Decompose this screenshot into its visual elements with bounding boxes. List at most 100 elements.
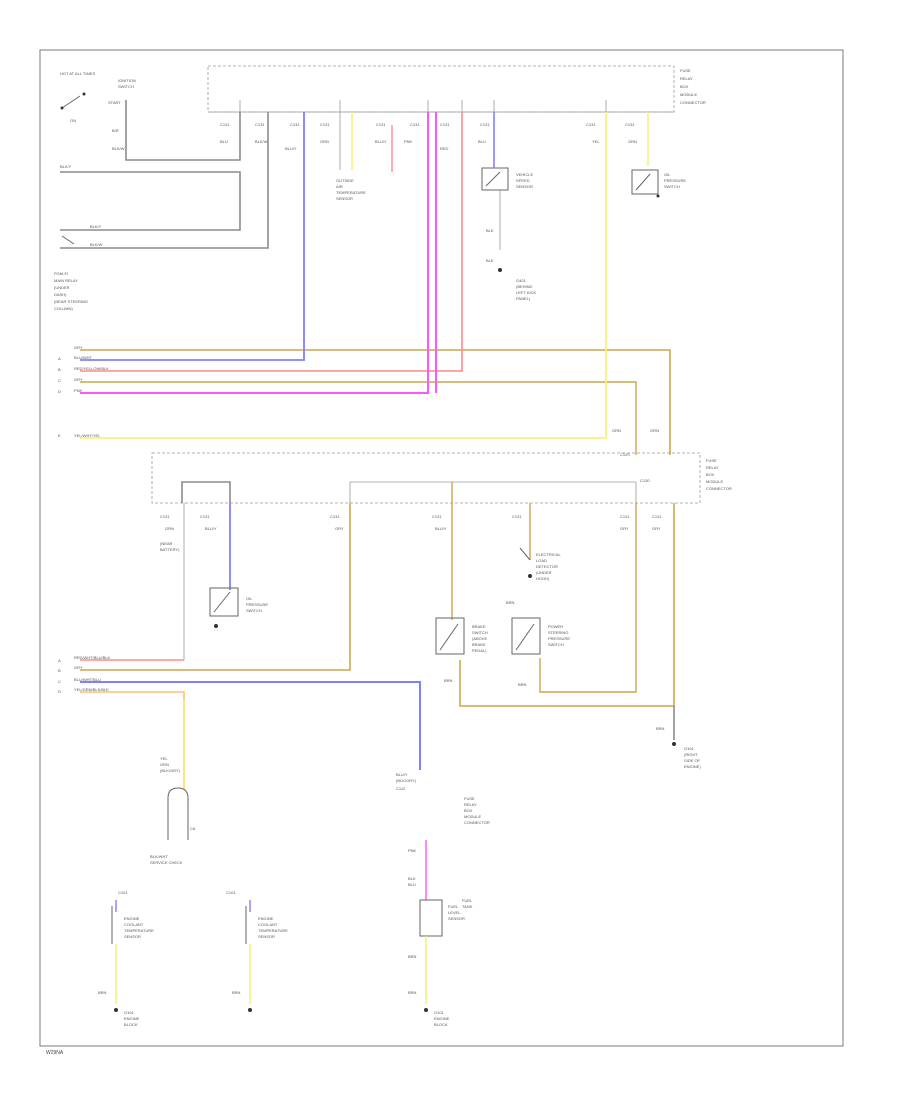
svg-text:C131: C131: [432, 514, 442, 519]
svg-text:C131: C131: [410, 122, 420, 127]
svg-text:BLU/Y: BLU/Y: [285, 146, 297, 151]
svg-text:SPEED: SPEED: [516, 178, 530, 183]
svg-text:D: D: [58, 389, 61, 394]
svg-text:BLK/W: BLK/W: [90, 242, 103, 247]
svg-text:BLU/Y: BLU/Y: [375, 139, 387, 144]
svg-text:ENGINE: ENGINE: [434, 1016, 450, 1021]
svg-text:LEFT KICK: LEFT KICK: [516, 290, 536, 295]
svg-text:C: C: [58, 378, 61, 383]
page-label: W29NA: [46, 1050, 64, 1056]
svg-text:(BLK/GRY): (BLK/GRY): [160, 768, 181, 773]
svg-text:BRN: BRN: [444, 678, 453, 683]
svg-text:LOAD: LOAD: [536, 558, 547, 563]
svg-text:BLU/WHT/BLU: BLU/WHT/BLU: [74, 677, 101, 682]
oil-pressure-switch-middle: OIL PRESSURE SWITCH: [209, 587, 268, 628]
svg-text:GRY: GRY: [335, 526, 344, 531]
svg-text:HOOD): HOOD): [536, 576, 550, 581]
svg-text:PGM-FI: PGM-FI: [54, 271, 68, 276]
svg-text:SERVICE CHECK: SERVICE CHECK: [150, 860, 183, 865]
throttle-position-sensor: OUTSIDE AIR TEMPERATURE SENSOR: [336, 112, 393, 201]
svg-text:C131: C131: [290, 122, 300, 127]
svg-text:MODULE: MODULE: [464, 814, 481, 819]
svg-text:COOLANT: COOLANT: [124, 922, 144, 927]
svg-text:BRN: BRN: [408, 990, 417, 995]
svg-text:BRN: BRN: [408, 954, 417, 959]
svg-text:TANK: TANK: [462, 904, 473, 909]
engine-control-module-top: [207, 65, 675, 113]
svg-text:GRN: GRN: [160, 762, 169, 767]
svg-text:SIDE OF: SIDE OF: [684, 758, 701, 763]
svg-text:C131: C131: [625, 122, 635, 127]
svg-text:CONNECTOR: CONNECTOR: [706, 486, 732, 491]
svg-text:LEVEL: LEVEL: [448, 910, 461, 915]
svg-text:(ABOVE: (ABOVE: [472, 636, 487, 641]
ground-g101: BRN G101 (RIGHT SIDE OF ENGINE): [656, 706, 701, 769]
svg-text:IGNITION: IGNITION: [118, 78, 136, 83]
svg-text:(UNDER: (UNDER: [536, 570, 552, 575]
svg-text:E: E: [58, 433, 61, 438]
svg-text:BOX: BOX: [464, 808, 473, 813]
svg-text:C131: C131: [376, 122, 386, 127]
svg-text:TEMPERATURE: TEMPERATURE: [124, 928, 154, 933]
svg-text:DASH): DASH): [54, 292, 67, 297]
engine-control-module-middle: [151, 452, 701, 504]
svg-text:BLK: BLK: [408, 876, 416, 881]
vehicle-speed-sensor: VEHICLE SPEED SENSOR BLK BLK G401 (BEHIN…: [481, 167, 536, 301]
svg-text:COLUMN): COLUMN): [54, 306, 73, 311]
svg-text:OUTSIDE: OUTSIDE: [336, 178, 354, 183]
svg-text:C131: C131: [440, 122, 450, 127]
svg-text:ENGINE: ENGINE: [124, 916, 140, 921]
svg-text:SWITCH: SWITCH: [664, 184, 680, 189]
svg-text:GRY: GRY: [74, 345, 83, 350]
svg-text:MODULE: MODULE: [706, 479, 723, 484]
svg-text:GRN: GRN: [650, 428, 659, 433]
svg-text:SENSOR: SENSOR: [124, 934, 141, 939]
svg-text:SENSOR: SENSOR: [336, 196, 353, 201]
svg-text:VEHICLE: VEHICLE: [516, 172, 533, 177]
brake-switch: BRAKE SWITCH (ABOVE BRAKE PEDAL) BRN: [435, 617, 488, 683]
electrical-load-detector: ELECTRICAL LOAD DETECTOR (UNDER HOOD) BR…: [506, 547, 561, 605]
ignition-switch: HOT AT ALL TIMES IGNITION SWITCH ON STAR…: [60, 71, 136, 123]
tachometer-connector: YEL GRN (BLK/GRY) C8 BLK/WHT SERVICE CHE…: [150, 756, 196, 865]
svg-text:PRESSURE: PRESSURE: [246, 602, 268, 607]
svg-text:TEMPERATURE: TEMPERATURE: [336, 190, 366, 195]
svg-text:YEL: YEL: [592, 139, 600, 144]
svg-text:RED: RED: [440, 146, 449, 151]
svg-text:YEL: YEL: [160, 756, 168, 761]
svg-text:C131: C131: [220, 122, 230, 127]
svg-text:PNK: PNK: [408, 848, 417, 853]
svg-text:PRESSURE: PRESSURE: [548, 636, 570, 641]
svg-text:C131: C131: [512, 514, 522, 519]
svg-text:G101: G101: [434, 1010, 445, 1015]
svg-text:OIL: OIL: [246, 596, 253, 601]
svg-text:RED/WHT/BLU/BLK: RED/WHT/BLU/BLK: [74, 655, 111, 660]
svg-text:(UNDER: (UNDER: [54, 285, 70, 290]
svg-text:ENGINE): ENGINE): [684, 764, 701, 769]
svg-text:TEMPERATURE: TEMPERATURE: [258, 928, 288, 933]
svg-text:C112: C112: [396, 786, 406, 791]
svg-text:GRN: GRN: [628, 139, 637, 144]
svg-text:C: C: [58, 679, 61, 684]
svg-text:SENSOR: SENSOR: [516, 184, 533, 189]
svg-text:A: A: [58, 356, 61, 361]
svg-text:C131: C131: [200, 514, 210, 519]
svg-text:C101: C101: [118, 890, 128, 895]
svg-text:ELECTRICAL: ELECTRICAL: [536, 552, 561, 557]
svg-text:(NEAR: (NEAR: [160, 541, 173, 546]
svg-text:B: B: [58, 367, 61, 372]
svg-text:POWER: POWER: [548, 624, 563, 629]
svg-text:G401: G401: [516, 278, 527, 283]
svg-text:CONNECTOR: CONNECTOR: [680, 100, 706, 105]
coolant-temperature-sensor-1: C101 ENGINE COOLANT TEMPERATURE SENSOR B…: [98, 890, 154, 1027]
svg-text:ENGINE: ENGINE: [258, 916, 274, 921]
svg-text:C131: C131: [320, 122, 330, 127]
svg-text:C131: C131: [160, 514, 170, 519]
svg-text:AIR: AIR: [336, 184, 343, 189]
svg-text:RED/YELLOW/BLK: RED/YELLOW/BLK: [74, 366, 109, 371]
svg-text:GRY: GRY: [652, 526, 661, 531]
svg-text:BLU: BLU: [220, 139, 228, 144]
svg-text:SWITCH: SWITCH: [472, 630, 488, 635]
svg-text:FUSE: FUSE: [464, 796, 475, 801]
svg-text:BLU/WHT: BLU/WHT: [74, 355, 93, 360]
